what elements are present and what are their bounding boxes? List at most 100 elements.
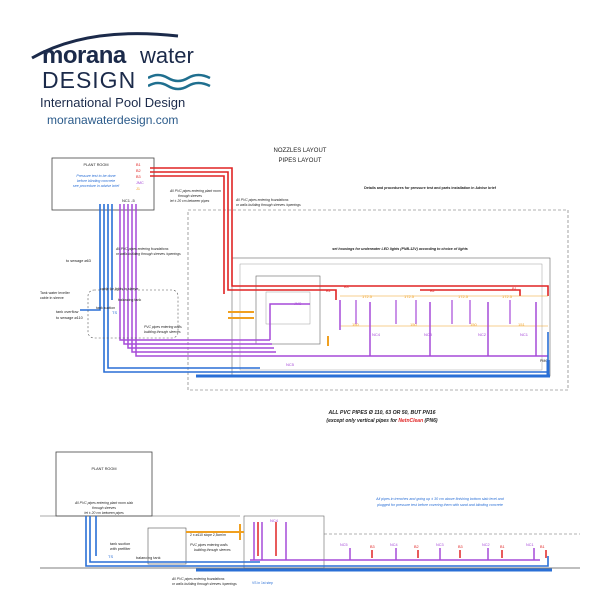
plant-room-box: [51, 157, 155, 211]
led-note: set housings for underwater LED lights (…: [332, 247, 468, 251]
plan-pmo: PMO: [540, 359, 548, 363]
blue-pipes: [80, 204, 549, 373]
logo-swoosh-icon: [31, 32, 179, 60]
pipe-tag-b1: B1: [136, 163, 141, 167]
dim-7: 150: [470, 322, 477, 327]
leveller-2: cable in sleeve: [40, 296, 64, 300]
pipes-spec-prefix: (except only vertical pipes for: [326, 418, 398, 424]
pressure-note-3: see procedure in advise brief: [73, 184, 120, 188]
walls-note-section-1: PVC pipes entering walls: [190, 543, 228, 547]
brand-name-water: water: [140, 43, 194, 68]
details-note: Details and procedures for pressure test…: [364, 186, 497, 190]
walls-note-plan-1: PVC pipes entering walls: [144, 325, 182, 329]
foundation-note-1: All PVC pipes entering foundations: [115, 247, 169, 251]
overflow-2: to sewage ø110: [56, 316, 83, 320]
ts-plan: TS: [112, 310, 117, 315]
leveller-1: Tank water leveller: [40, 291, 71, 295]
slope-note: VS in 1st step: [252, 581, 273, 585]
pipes-spec-suffix: (PN6): [423, 418, 438, 424]
plan-b1-right: B1: [512, 287, 517, 291]
dim-4: 172.5: [502, 294, 513, 299]
sleeve-note-3: let ± 20 cm between pipes: [170, 199, 210, 203]
pressure-note-1: Pressure test to be done: [76, 174, 115, 178]
tank-suction-plan: tank suction: [96, 306, 115, 310]
dim-3: 172.5: [458, 294, 469, 299]
plan-b2: B2: [430, 289, 435, 293]
sleeve-note-2: through sleeves: [178, 194, 202, 198]
plan-nc1: NC1: [520, 332, 529, 337]
brand-logo: morana water DESIGN International Pool D…: [28, 30, 218, 130]
pipe-callout: 2 x ø110 slope 2,5cm/m: [190, 533, 226, 537]
walls-note-plan-2: building through sleeves: [144, 330, 181, 334]
plan-jmc: JMC: [294, 302, 302, 306]
walls-note-section-2: building through sleeves: [194, 548, 231, 552]
foundation-note-2: or walls building through sleeves /openi…: [116, 252, 181, 256]
plant-room-label: PLANT ROOM: [83, 163, 108, 167]
pipe-tag-j1: J1: [136, 187, 140, 191]
sewage-label: to sewage ø63: [66, 259, 91, 263]
dimension-line-top: [340, 295, 548, 327]
plan-nc3: NC3: [424, 332, 433, 337]
spa-box-inner: [265, 291, 311, 325]
foundation-section-2: or walls building through sleeves /openi…: [172, 582, 237, 586]
section-nc5: NC5: [340, 543, 348, 547]
trench-note-1: All pipes in trenches and going up ± 30 …: [375, 497, 505, 501]
dim-5: 150: [352, 322, 359, 327]
section-b3-a: B3: [370, 545, 375, 549]
dim-8: 151: [518, 322, 525, 327]
pool-outline-outer: [187, 209, 569, 391]
pool-basin: [239, 263, 543, 371]
section-b2: B2: [414, 545, 419, 549]
section-b1-a: B1: [500, 545, 505, 549]
plan-nc4: NC4: [372, 332, 381, 337]
section-purple-pipes: [250, 522, 540, 561]
plan-b3: B3: [344, 285, 349, 289]
section-orange-fittings: [186, 524, 244, 540]
pipes-spec-subtitle: (except only vertical pipes for NetnClea…: [326, 418, 437, 424]
pipes-spec-title: ALL PVC PIPES Ø 110, 63 OR 50, BUT PN16: [327, 410, 435, 416]
orange-fittings: [228, 311, 329, 346]
entering-note-3: let ± 20 cm between pipes: [84, 511, 124, 515]
nc-tag: NC1 -5: [122, 198, 135, 203]
spa-section: [243, 515, 325, 569]
section-b3-b: B3: [458, 545, 463, 549]
dim-2: 172.5: [404, 294, 415, 299]
foundation-top-note-1: All PVC pipes entering foundations: [235, 198, 289, 202]
balancing-tank-plan: [87, 289, 179, 339]
balancing-tank-section: [147, 527, 187, 565]
balancing-tank-plan-label: balancing tank: [118, 298, 141, 302]
section-nc4: NC4: [390, 543, 398, 547]
nozzle-ticks: [355, 300, 511, 324]
pipes-layout-title: PIPES LAYOUT: [279, 158, 322, 164]
nozzles-layout-title: NOZZLES LAYOUT: [274, 148, 327, 154]
pipe-tag-b2: B2: [136, 169, 141, 173]
plan-nc2: NC2: [478, 332, 487, 337]
dim-6: 150: [410, 322, 417, 327]
brand-name: morana: [42, 42, 126, 69]
section-nc3: NC3: [436, 543, 444, 547]
overflow-1: tank overflow: [56, 310, 79, 314]
trench-note-2: plugged for pressure test before coverin…: [376, 503, 503, 507]
purple-pipes: [119, 204, 548, 357]
red-pipes: [150, 167, 549, 300]
section-b1-b: B1: [540, 545, 545, 549]
brand-tagline: International Pool Design: [40, 95, 186, 110]
pressure-note-2: before blinding concrete: [77, 179, 115, 183]
section-red-pipes: [257, 522, 547, 558]
pipes-spec-brand: NetnClean: [398, 418, 423, 424]
section-nc2: NC2: [482, 543, 490, 547]
foundation-section-1: All PVC pipes entering foundations: [171, 577, 225, 581]
ts-section: TS: [108, 554, 113, 559]
brand-url[interactable]: moranawaterdesign.com: [47, 113, 179, 127]
pipe-tag-jmc: JMC: [136, 181, 144, 185]
tank-suction-section-1: tank suction: [110, 542, 130, 546]
section-nc4-top: NC4: [270, 518, 279, 523]
spa-box-outer: [255, 275, 321, 345]
entering-note-2: through sleeves: [92, 506, 116, 510]
sleeve-note-1: All PVC pipes entering plant room: [169, 189, 221, 193]
logo-waves-icon: [148, 73, 211, 91]
pipe-tag-b3: B3: [136, 175, 141, 179]
balancing-tank-section-label: balancing tank: [136, 556, 161, 560]
cable-sleeve: cable for lights in sleeve: [100, 287, 138, 291]
